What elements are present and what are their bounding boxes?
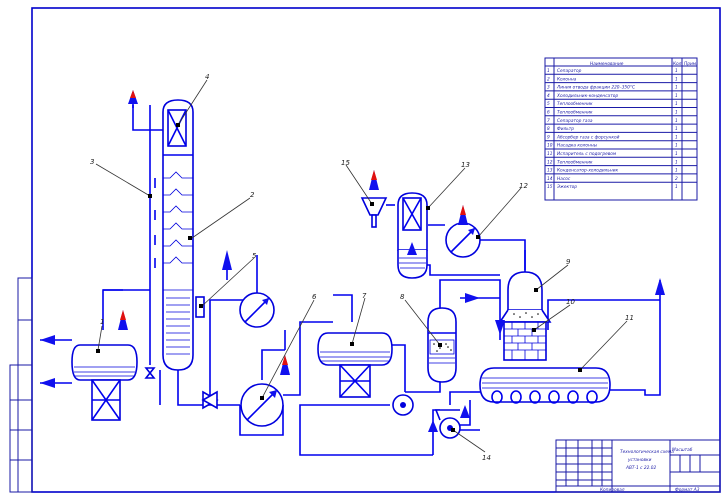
format-right: Формат А3	[675, 487, 700, 493]
pos-label-2: 2	[250, 191, 255, 199]
pos-label-6: 6	[312, 293, 317, 301]
spec-row-qty: 1	[675, 76, 678, 82]
separator-1	[71, 344, 138, 421]
title-line-3: АВТ-1 с 22.02	[625, 465, 656, 471]
spec-row-name: Испаритель с подогревом	[557, 151, 617, 157]
pos-label-5: 5	[252, 252, 257, 260]
absorber-9	[498, 271, 552, 361]
spec-row-qty: 1	[675, 184, 678, 190]
spec-row-name: Насадка колонны	[557, 143, 598, 149]
spec-row-number: 7	[547, 118, 550, 124]
evaporator-11	[470, 367, 611, 404]
spec-row-number: 13	[547, 168, 553, 174]
spec-row-name: Теплообменник	[557, 110, 593, 116]
pos-label-12: 12	[519, 182, 528, 190]
spec-row-qty: 1	[675, 143, 678, 149]
title-line-2: установки	[627, 458, 652, 463]
pos-label-9: 9	[566, 258, 571, 266]
spec-row-name: Теплообменник	[557, 101, 593, 107]
spec-row-number: 6	[547, 110, 550, 116]
pos-label-15: 15	[341, 159, 350, 167]
spec-row-name: Сепаратор	[557, 68, 582, 74]
spec-row-qty: 1	[675, 110, 678, 116]
spec-row-qty: 1	[675, 85, 678, 91]
spec-row-qty: 1	[675, 168, 678, 174]
spec-row-number: 14	[547, 176, 553, 182]
pos-label-10: 10	[566, 298, 575, 306]
spec-header-qty: Кол.	[673, 61, 683, 67]
spec-row-qty: 1	[675, 101, 678, 107]
pos-label-7: 7	[362, 292, 367, 300]
spec-row-number: 4	[547, 93, 550, 99]
spec-row-qty: 1	[675, 159, 678, 165]
spec-row-name: Холодильник-конденсатор	[556, 93, 618, 99]
spec-row-number: 8	[547, 126, 550, 132]
spec-row-number: 2	[547, 76, 550, 82]
spec-row-name: Эжектор	[556, 184, 577, 190]
spec-row-name: Колонна	[557, 76, 577, 82]
spec-row-qty: 1	[675, 151, 678, 157]
pos-label-14: 14	[482, 454, 491, 462]
flow-arrows	[40, 90, 665, 432]
drawing-frame	[9, 7, 721, 493]
spec-row-qty: 1	[675, 126, 678, 132]
pos-label-4: 4	[205, 73, 209, 81]
spec-row-number: 3	[547, 85, 550, 91]
spec-row-number: 10	[547, 143, 553, 149]
pos-label-11: 11	[625, 314, 634, 322]
spec-row-number: 9	[547, 134, 550, 140]
spec-row-number: 5	[547, 101, 550, 107]
position-leaders: 1 2 3 4 5 6 7 8 9 10 11 12 13 14 15	[90, 73, 634, 462]
ejector-15	[360, 197, 388, 228]
spec-row-qty: 1	[675, 134, 678, 140]
pos-label-13: 13	[461, 161, 470, 169]
title-sheet: Масштаб	[672, 447, 693, 453]
pos-label-1: 1	[100, 318, 104, 326]
spec-row-name: Сепаратор газа	[557, 118, 593, 124]
spec-row-name: Насос	[557, 176, 571, 182]
distillation-column-2	[144, 99, 219, 410]
spec-row-number: 15	[547, 184, 553, 190]
spec-header-name: Наименование	[590, 61, 624, 67]
title-line-1: Технологическая схема	[620, 449, 674, 455]
spec-row-name: Фильтр	[557, 126, 574, 132]
format-left: Копировал	[600, 487, 625, 493]
spec-header-note: Прим.	[684, 61, 697, 67]
spec-row-name: Теплообменник	[557, 159, 593, 165]
spec-row-name: Конденсатор-холодильник	[557, 168, 619, 174]
spec-row-qty: 1	[675, 93, 678, 99]
spec-row-qty: 1	[675, 118, 678, 124]
pos-label-8: 8	[400, 293, 405, 301]
condenser-13	[397, 192, 428, 279]
spec-row-qty: 2	[675, 176, 678, 182]
spec-row-number: 1	[547, 68, 550, 74]
spec-row-number: 11	[547, 151, 553, 157]
pump-14	[392, 394, 461, 439]
spec-row-qty: 1	[675, 68, 678, 74]
heat-exchanger-6	[240, 383, 284, 427]
heat-exchanger-12	[445, 222, 481, 258]
pos-label-3: 3	[90, 158, 94, 166]
spec-row-number: 12	[547, 159, 553, 165]
title-block: Технологическая схема установки АВТ-1 с …	[555, 439, 721, 493]
spec-row-name: Абсорбер газа с форсункой	[556, 134, 620, 140]
gas-separator-7	[317, 332, 393, 398]
spec-row-name: Линия отвода фракции 220–350°C	[556, 85, 635, 91]
heat-exchanger-5	[239, 292, 275, 328]
